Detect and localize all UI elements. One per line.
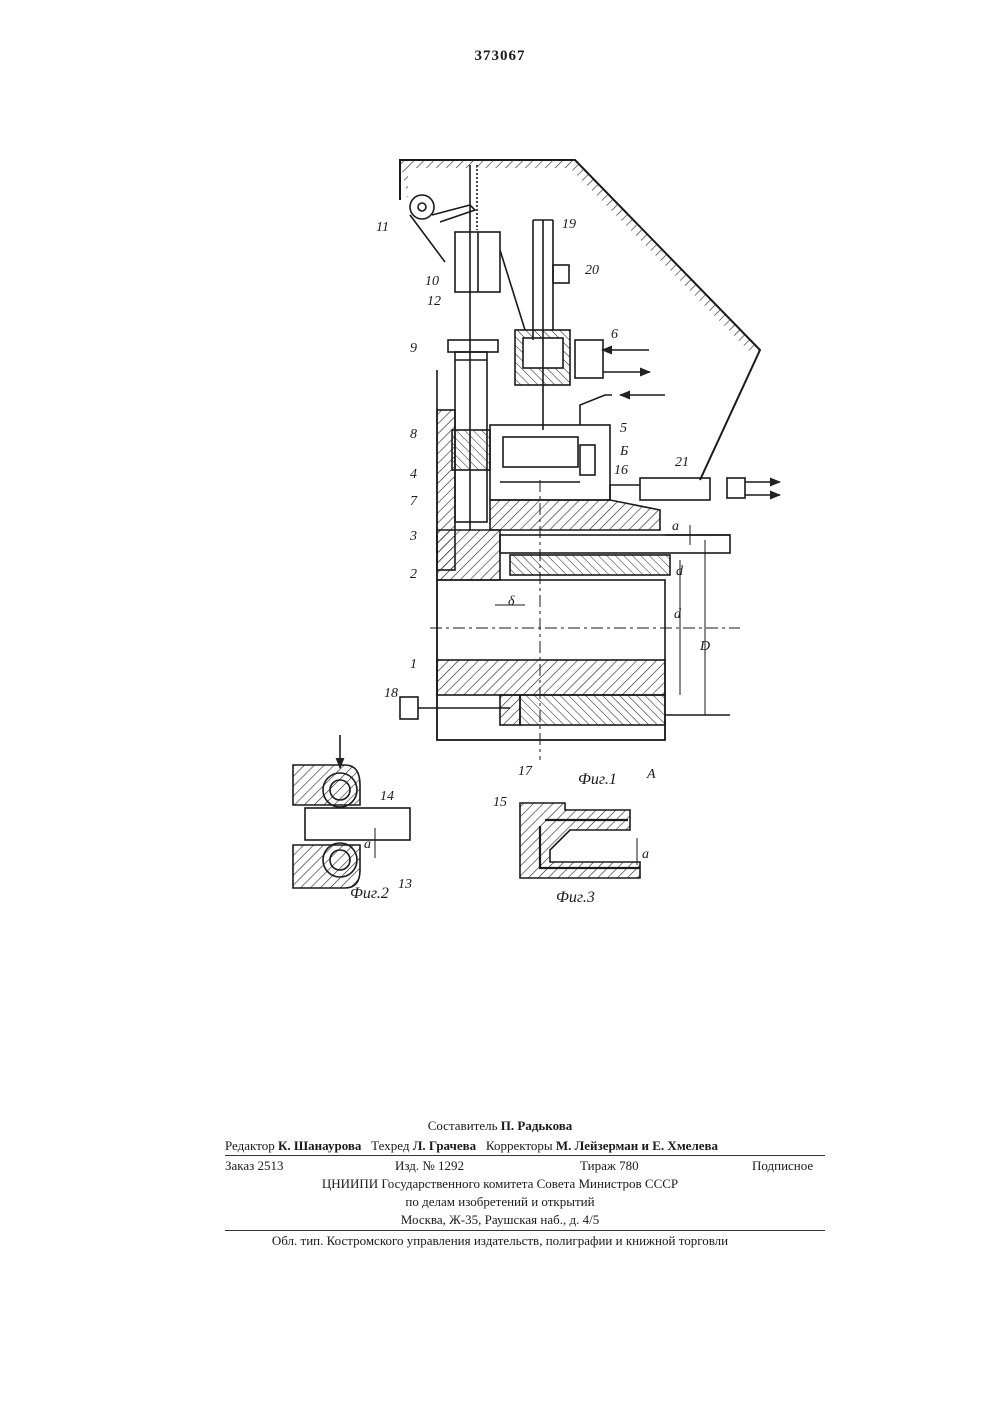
shaft-fig2 <box>305 808 410 840</box>
roller-11 <box>410 195 434 219</box>
label-20: 20 <box>585 263 599 278</box>
label-d-small: d <box>676 564 684 579</box>
sensor-20 <box>553 265 569 283</box>
label-6: 6 <box>611 327 618 342</box>
label-D: D <box>699 639 710 654</box>
cylinder-21 <box>640 478 710 500</box>
editors-line: Редактор К. Шанаурова Техред Л. Грачева … <box>225 1138 718 1154</box>
subscription: Подписное <box>752 1158 813 1174</box>
shaft-upper <box>500 535 730 553</box>
label-a-fig1: a <box>672 519 679 534</box>
label-15: 15 <box>493 795 507 810</box>
label-10: 10 <box>425 274 439 289</box>
label-2: 2 <box>410 567 417 582</box>
label-1: 1 <box>410 657 417 672</box>
pin-16 <box>580 445 595 475</box>
label-19: 19 <box>562 217 576 232</box>
compiler-line: Составитель П. Радькова <box>0 1118 1000 1134</box>
figure-1 <box>400 160 780 760</box>
order-number: Заказ 2513 <box>225 1158 284 1174</box>
label-9: 9 <box>410 341 417 356</box>
label-5: 5 <box>620 421 627 436</box>
rule-bottom <box>225 1230 825 1231</box>
rule-top <box>225 1155 825 1156</box>
circulation: Тираж 780 <box>580 1158 639 1174</box>
address: Москва, Ж-35, Раушская наб., д. 4/5 <box>0 1212 1000 1228</box>
figure-2 <box>293 735 410 888</box>
label-a-fig2: a <box>364 837 371 852</box>
label-21: 21 <box>675 455 689 470</box>
label-d: d <box>674 607 682 622</box>
label-11: 11 <box>376 220 389 235</box>
printer: Обл. тип. Костромского управления издате… <box>0 1233 1000 1249</box>
fitting-18 <box>400 697 418 719</box>
label-4: 4 <box>410 467 417 482</box>
label-12: 12 <box>427 294 441 309</box>
label-A: А <box>646 767 656 782</box>
label-delta: δ <box>508 594 515 609</box>
label-B: Б <box>619 444 628 459</box>
label-a-fig3: a <box>642 847 649 862</box>
flange-9 <box>448 340 498 352</box>
valve-6 <box>575 340 603 378</box>
coil-8 <box>452 430 490 470</box>
figure-3 <box>520 803 640 878</box>
label-16: 16 <box>614 463 628 478</box>
figure-2-caption: Фиг.2 <box>350 885 389 902</box>
edition-number: Изд. № 1292 <box>395 1158 464 1174</box>
label-17: 17 <box>518 764 533 779</box>
label-3: 3 <box>409 529 417 544</box>
piston-5 <box>503 437 578 467</box>
label-18: 18 <box>384 686 398 701</box>
label-14: 14 <box>380 789 394 804</box>
institute: ЦНИИПИ Государственного комитета Совета … <box>0 1176 1000 1192</box>
label-13: 13 <box>398 877 412 892</box>
department: по делам изобретений и открытий <box>0 1194 1000 1210</box>
figure-3-caption: Фиг.3 <box>556 889 595 906</box>
label-8: 8 <box>410 427 417 442</box>
label-7: 7 <box>410 494 418 509</box>
figure-1-caption: Фиг.1 <box>578 771 617 788</box>
